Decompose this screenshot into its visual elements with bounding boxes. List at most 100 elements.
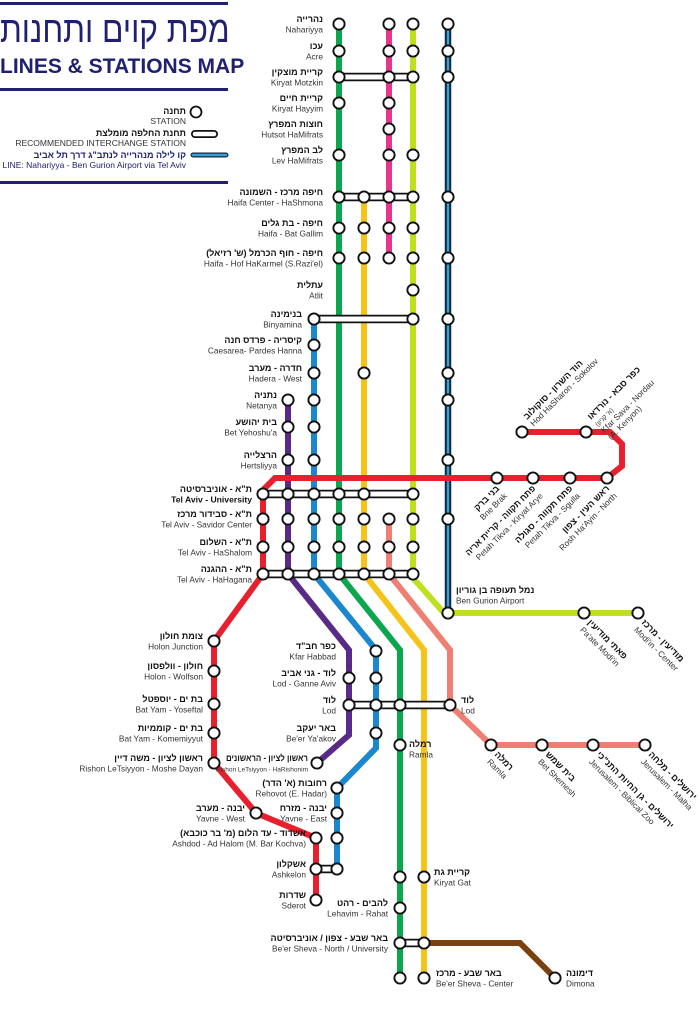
station-name-he: חיפה מרכז - השמונה	[239, 187, 323, 197]
station-marker	[490, 471, 504, 485]
station-name-en: Tel Aviv - Savidor Center	[161, 520, 252, 530]
station-marker	[357, 540, 371, 554]
station-marker	[441, 453, 455, 467]
station-marker	[307, 487, 321, 501]
station-name-en: Kiryat Motzkin	[271, 78, 323, 88]
station-marker	[441, 17, 455, 31]
station-name-he: קיסריה - פרדס חנה	[224, 335, 302, 345]
station-marker	[382, 44, 396, 58]
station-marker	[307, 393, 321, 407]
station-marker	[441, 393, 455, 407]
station-name-he: עכו	[310, 41, 324, 51]
station-name-he: קריית מוצקין	[272, 67, 323, 77]
header-rule-top	[0, 2, 228, 5]
station-name-en: Rishon LeTsiyyon - HaRishonim	[216, 767, 308, 774]
station-name-he: נהרייה	[297, 14, 324, 24]
legend-marks	[189, 105, 229, 158]
station-name-he: לוד	[323, 695, 336, 705]
station-marker	[406, 190, 420, 204]
legend-station-icon	[189, 105, 203, 119]
station-marker	[441, 70, 455, 84]
header-rule-middle	[0, 88, 228, 91]
legend-interchange-en: RECOMMENDED INTERCHANGE STATION	[15, 138, 186, 148]
station-name-he: נתניה	[254, 390, 277, 400]
station-marker	[638, 738, 652, 752]
station-marker	[332, 44, 346, 58]
station-marker	[443, 698, 457, 712]
station-name-he: נמל תעופה בן גוריון	[456, 585, 534, 595]
station-marker	[406, 283, 420, 297]
station-name-en: Tel Aviv - HaShalom	[178, 548, 252, 558]
station-name-he: באר שבע - צפון / אוניברסיטה	[271, 933, 389, 943]
station-marker	[417, 936, 431, 950]
station-marker	[330, 781, 344, 795]
station-marker	[342, 671, 356, 685]
station-name-he: ת"א - סבידור מרכז	[177, 509, 252, 519]
station-marker	[357, 251, 371, 265]
station-marker	[441, 190, 455, 204]
legend-station-he: תחנה	[163, 106, 186, 116]
station-marker	[309, 831, 323, 845]
station-marker	[393, 901, 407, 915]
station-name-en: Binyamina	[263, 320, 302, 330]
station-marker	[393, 971, 407, 985]
station-marker	[600, 471, 614, 485]
station-marker	[382, 221, 396, 235]
station-marker	[330, 831, 344, 845]
station-marker	[249, 806, 263, 820]
station-name-en: Kiryat Gat	[434, 878, 472, 888]
legend-night-line: קו לילה מנהרייה לנתב"ג דרך תל אביב NIGHT…	[0, 150, 186, 170]
station-name-he: באר יעקב	[296, 723, 336, 733]
station-marker	[256, 540, 270, 554]
station-name-he: אשקלון	[276, 859, 306, 869]
station-marker	[586, 738, 600, 752]
station-marker	[369, 671, 383, 685]
station-name-he: לוד - גני אביב	[281, 668, 336, 678]
station-marker	[256, 567, 270, 581]
station-name-en: Holon Junction	[148, 642, 203, 652]
station-marker	[207, 664, 221, 678]
station-name-en: Lod - Ganne Aviv	[273, 679, 337, 689]
station-name-en: Ashdod - Ad Halom (M. Bar Kochva)	[172, 839, 306, 849]
station-name-en: Ben Gurion Airport	[456, 596, 525, 606]
station-marker	[417, 870, 431, 884]
legend-night-en: NIGHT LINE: Nahariyya - Ben Gurion Airpo…	[0, 160, 186, 170]
legend-night-he: קו לילה מנהרייה לנתב"ג דרך תל אביב	[33, 150, 186, 160]
station-marker	[406, 567, 420, 581]
station-marker	[382, 96, 396, 110]
station-marker	[307, 567, 321, 581]
station-name-en: Sderot	[282, 901, 307, 911]
station-marker	[307, 338, 321, 352]
station-marker	[307, 453, 321, 467]
station-marker	[332, 17, 346, 31]
station-marker	[207, 634, 221, 648]
station-name-he: הרצלייה	[244, 450, 277, 460]
station-name-he: בת ים - קוממיות	[138, 723, 204, 733]
station-marker	[357, 366, 371, 380]
legend-interchange: תחנת החלפה מומלצת RECOMMENDED INTERCHANG…	[15, 128, 186, 148]
station-marker	[281, 540, 295, 554]
station-marker	[393, 870, 407, 884]
